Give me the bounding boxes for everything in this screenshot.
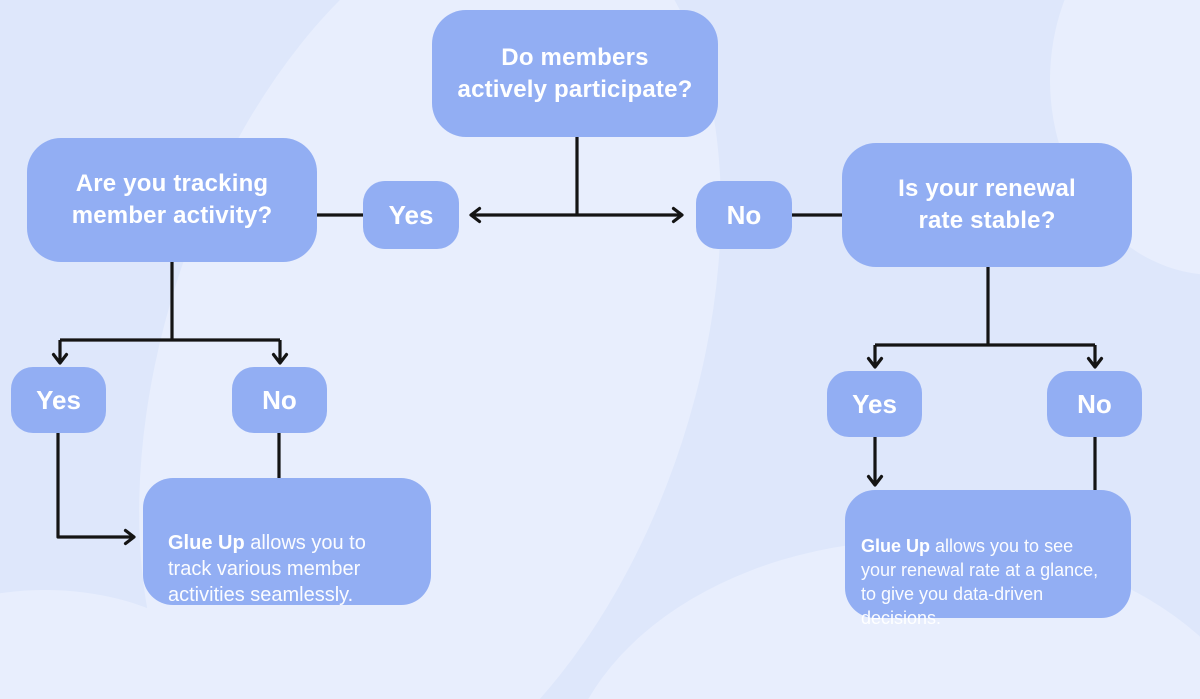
- answer-node-renewal-yes: Yes: [827, 371, 922, 437]
- brand-name: Glue Up: [168, 532, 245, 554]
- brand-name: Glue Up: [861, 536, 931, 556]
- answer-node-root-no: No: [696, 181, 792, 249]
- result-text: allows you to track various member activ…: [168, 532, 366, 606]
- background-blob-top-right: [1050, 0, 1200, 275]
- question-node-root: Do members actively participate?: [432, 10, 718, 137]
- answer-node-tracking-no: No: [232, 367, 327, 433]
- answer-node-root-yes: Yes: [363, 181, 459, 249]
- answer-node-tracking-yes: Yes: [11, 367, 106, 433]
- result-node-renewal-glance: Glue Up allows you to see your renewal r…: [845, 490, 1131, 628]
- background-blob-bottom-left: [0, 590, 235, 699]
- result-text: allows you to see your renewal rate at a…: [861, 536, 1099, 628]
- question-node-tracking-activity: Are you tracking member activity?: [27, 138, 317, 262]
- connector-left-yes-to-result: [56, 433, 136, 546]
- result-node-track-activities: Glue Up allows you to track various memb…: [143, 478, 431, 606]
- answer-node-renewal-no: No: [1047, 371, 1142, 437]
- question-node-renewal-rate: Is your renewal rate stable?: [842, 143, 1132, 267]
